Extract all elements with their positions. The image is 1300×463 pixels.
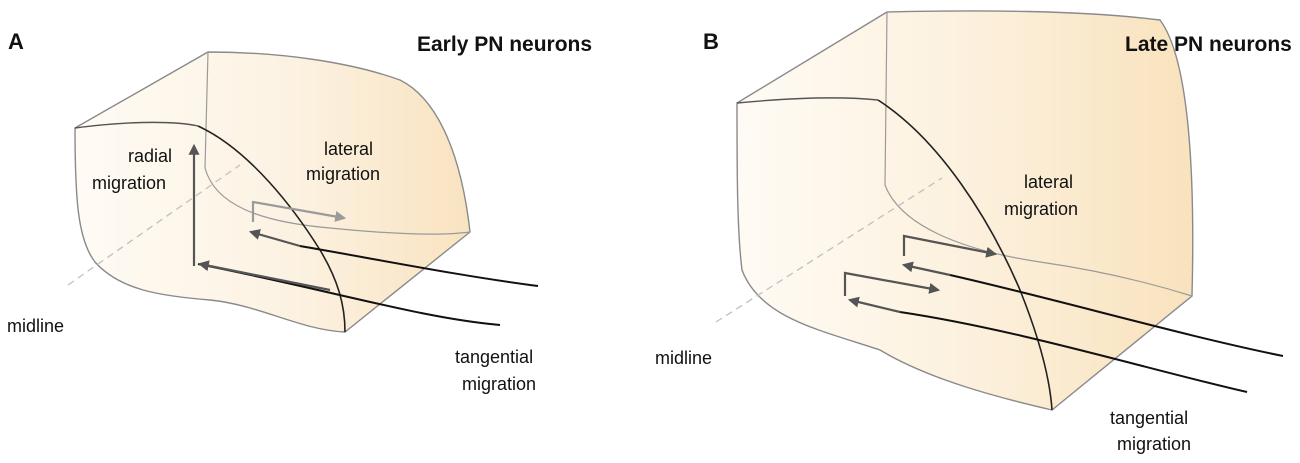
panel-a-tangential-label-line1: tangential bbox=[455, 347, 533, 367]
panel-b-profile-curve bbox=[877, 99, 1053, 411]
panel-a: A Early PN neurons radial migration late… bbox=[7, 29, 592, 394]
panel-a-tangential-arrow-upper bbox=[248, 229, 301, 248]
panel-b-tangential-path-upper bbox=[949, 274, 1284, 357]
panel-b-back-edge bbox=[884, 11, 888, 186]
panel-a-midline-dash bbox=[67, 164, 241, 286]
panel-b-floor-edge bbox=[884, 184, 1193, 297]
panel-a-block bbox=[74, 51, 471, 333]
panel-a-lateral-arrow bbox=[251, 200, 347, 222]
panel-b-tangential-arrow-lower bbox=[847, 296, 901, 314]
panel-a-tangential-arrow-lower bbox=[197, 260, 331, 292]
panel-a-lateral-label-line1: lateral bbox=[324, 139, 373, 159]
panel-b-lateral-arrow-lower bbox=[843, 271, 941, 296]
panel-b-tangential-label-line2: migration bbox=[1117, 434, 1191, 454]
panel-b-lateral-label-line1: lateral bbox=[1024, 172, 1073, 192]
panel-b: B Late PN neurons lateral migration midl… bbox=[655, 10, 1292, 454]
panel-a-title: Early PN neurons bbox=[417, 33, 592, 56]
panel-a-floor-edge bbox=[204, 167, 471, 235]
panel-b-block bbox=[736, 10, 1194, 411]
panel-b-letter: B bbox=[703, 29, 719, 54]
panel-a-tangential-path-upper bbox=[299, 245, 539, 287]
panel-b-lateral-arrow-upper bbox=[902, 234, 998, 258]
panel-a-midline-label: midline bbox=[7, 316, 64, 336]
panel-b-tangential-label-line1: tangential bbox=[1110, 408, 1188, 428]
panel-a-radial-label-line2: migration bbox=[92, 173, 166, 193]
panel-b-front-top-edge bbox=[736, 97, 879, 104]
panel-a-radial-label-line1: radial bbox=[128, 146, 172, 166]
panel-a-lateral-label-line2: migration bbox=[306, 164, 380, 184]
panel-a-tangential-label-line2: migration bbox=[462, 374, 536, 394]
panel-a-letter: A bbox=[8, 29, 24, 54]
panel-b-lateral-label-line2: migration bbox=[1004, 199, 1078, 219]
panel-b-midline-dash bbox=[715, 177, 943, 323]
panel-b-title: Late PN neurons bbox=[1125, 33, 1292, 56]
panel-b-tangential-arrow-upper bbox=[901, 261, 951, 277]
panel-b-tangential-path-lower bbox=[899, 311, 1248, 393]
panel-a-front-top-edge bbox=[74, 121, 199, 129]
panel-a-back-edge bbox=[204, 51, 209, 169]
panel-a-profile-curve bbox=[197, 125, 346, 333]
panel-b-midline-label: midline bbox=[655, 348, 712, 368]
